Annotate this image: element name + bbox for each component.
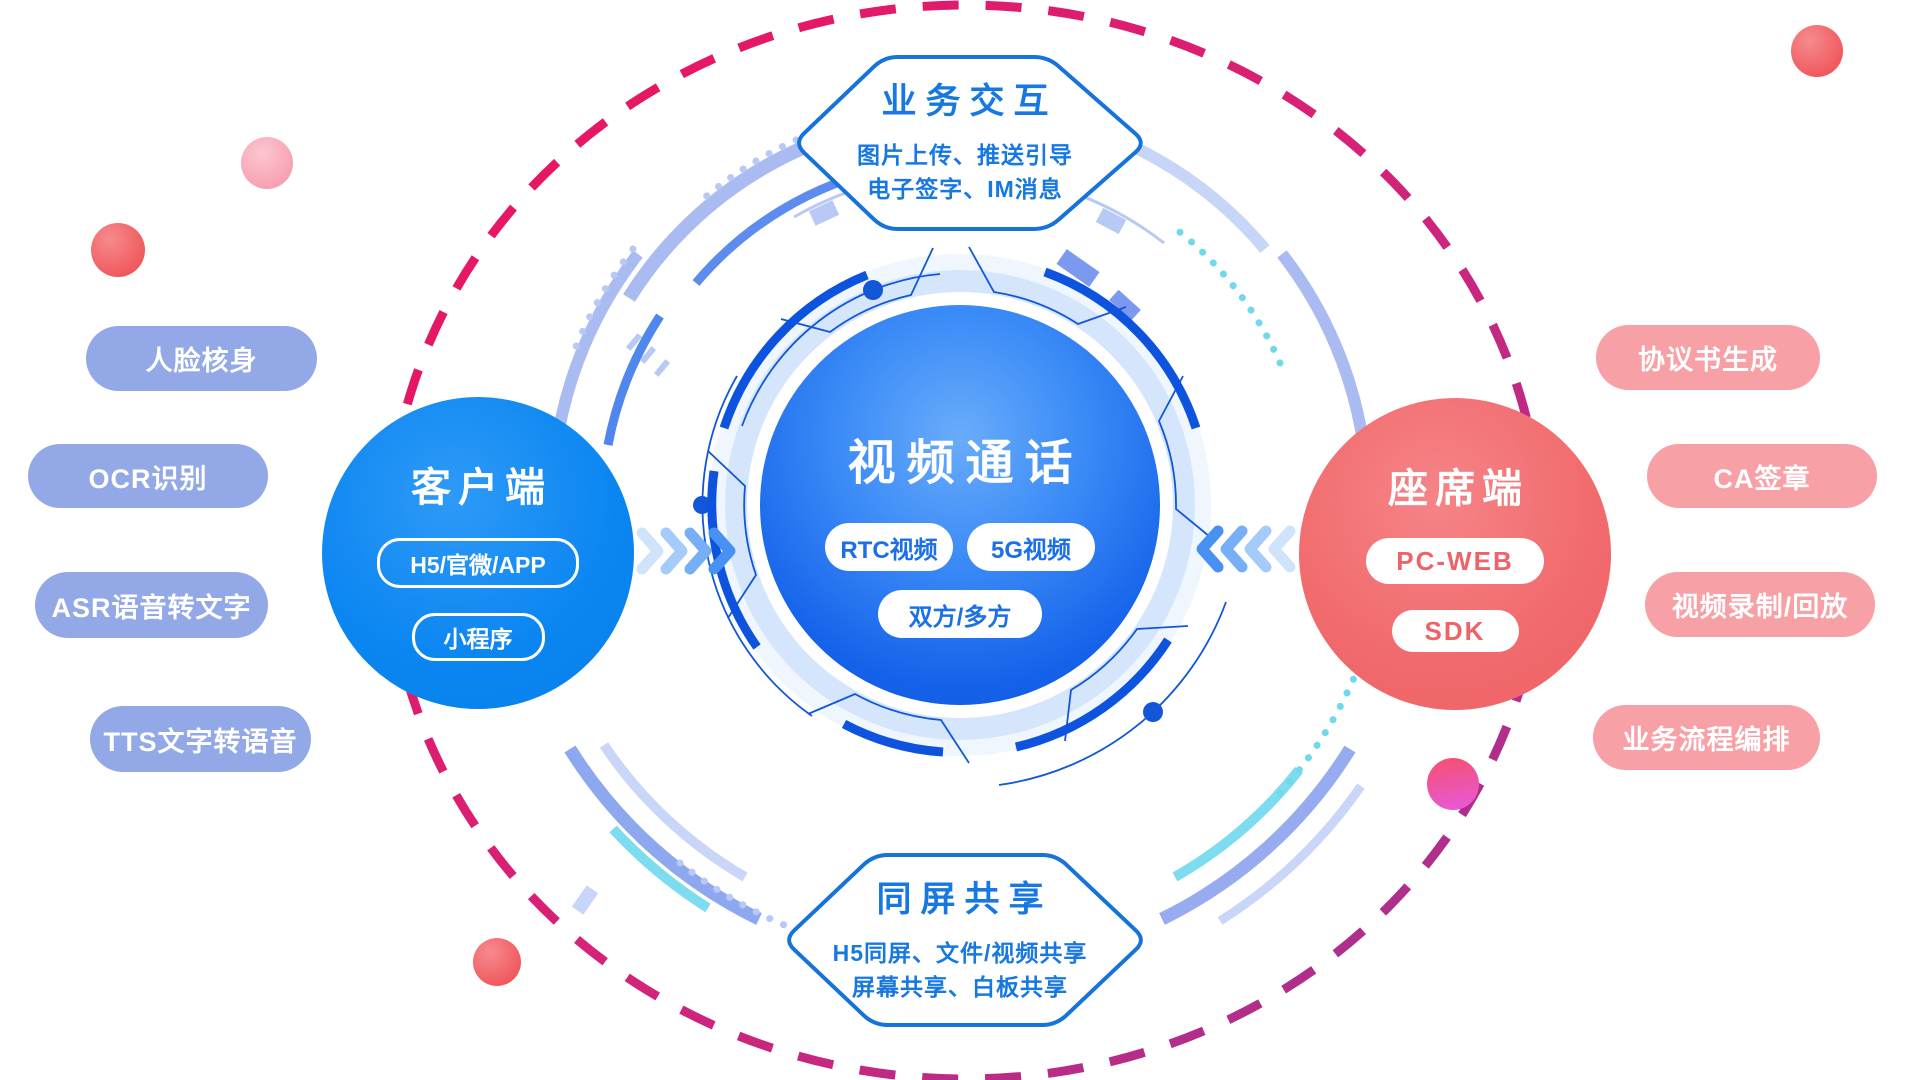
client-pill-channels: H5/官微/APP (377, 538, 579, 588)
chevron-left-icon (1220, 525, 1248, 573)
video-call-core-circle: 视频通话 RTC视频 5G视频 双方/多方 (760, 305, 1160, 705)
client-pill-miniprogram: 小程序 (411, 613, 545, 661)
core-pill-row: RTC视频 5G视频 (825, 523, 1095, 571)
chevron-right-icon (684, 527, 712, 575)
capability-tts: TTS文字转语音 (90, 706, 311, 772)
core-pill-rtc: RTC视频 (825, 523, 953, 571)
hexagon-bottom-line-1: H5同屏、文件/视频共享 (832, 940, 1088, 966)
core-title: 视频通话 (847, 437, 1084, 490)
thin-orbit-arcs (701, 273, 1227, 786)
decor-dot-coral (91, 223, 145, 277)
hexagon-top-shape (797, 55, 1143, 231)
chevron-right-icon (636, 527, 664, 575)
orbit-node-dots (693, 280, 1163, 722)
decor-dot-magenta (1427, 758, 1479, 810)
core-pill-multiparty: 双方/多方 (878, 590, 1042, 638)
hexagon-top-line-1: 图片上传、推送引导 (857, 142, 1073, 168)
capability-asr: ASR语音转文字 (35, 572, 268, 638)
business-interaction-hexagon: 业务交互 图片上传、推送引导 电子签字、IM消息 (785, 73, 1145, 206)
hexagon-bottom-line-2: 屏幕共享、白板共享 (852, 974, 1068, 1000)
bracket-segments (707, 246, 1216, 764)
capability-workflow-orchestration: 业务流程编排 (1593, 705, 1820, 770)
chevron-flow-right (1196, 525, 1296, 573)
hexagon-bottom-title: 同屏共享 (876, 880, 1053, 919)
agent-pill-sdk: SDK (1391, 610, 1519, 652)
chevron-right-icon (708, 527, 736, 575)
dotted-arcs (571, 130, 1363, 931)
hexagon-bottom-shape (787, 853, 1143, 1027)
decor-dot-pink (241, 137, 293, 189)
hexagon-top-title: 业务交互 (881, 82, 1058, 121)
chevron-left-icon (1268, 525, 1296, 573)
capability-ca-signature: CA签章 (1647, 444, 1877, 508)
chevron-right-icon (660, 527, 688, 575)
chevron-left-icon (1196, 525, 1224, 573)
core-pill-5g: 5G视频 (967, 523, 1095, 571)
agent-circle: 座席端 PC-WEB SDK (1299, 398, 1611, 710)
capability-ocr: OCR识别 (28, 444, 268, 508)
client-circle: 客户端 H5/官微/APP 小程序 (322, 397, 634, 709)
chevron-flow-left (636, 527, 736, 575)
hexagon-top-line-2: 电子签字、IM消息 (867, 176, 1063, 202)
decor-dot-coral (1791, 25, 1843, 77)
capability-video-recording: 视频录制/回放 (1645, 572, 1875, 637)
agent-title: 座席端 (1388, 467, 1529, 511)
capability-agreement-generation: 协议书生成 (1596, 325, 1820, 390)
decor-dot-coral (473, 938, 521, 986)
client-title: 客户端 (411, 466, 552, 510)
agent-pill-pcweb: PC-WEB (1366, 538, 1544, 584)
screen-sharing-hexagon: 同屏共享 H5同屏、文件/视频共享 屏幕共享、白板共享 (780, 871, 1140, 1004)
capability-face-verification: 人脸核身 (86, 326, 317, 391)
chevron-left-icon (1244, 525, 1272, 573)
